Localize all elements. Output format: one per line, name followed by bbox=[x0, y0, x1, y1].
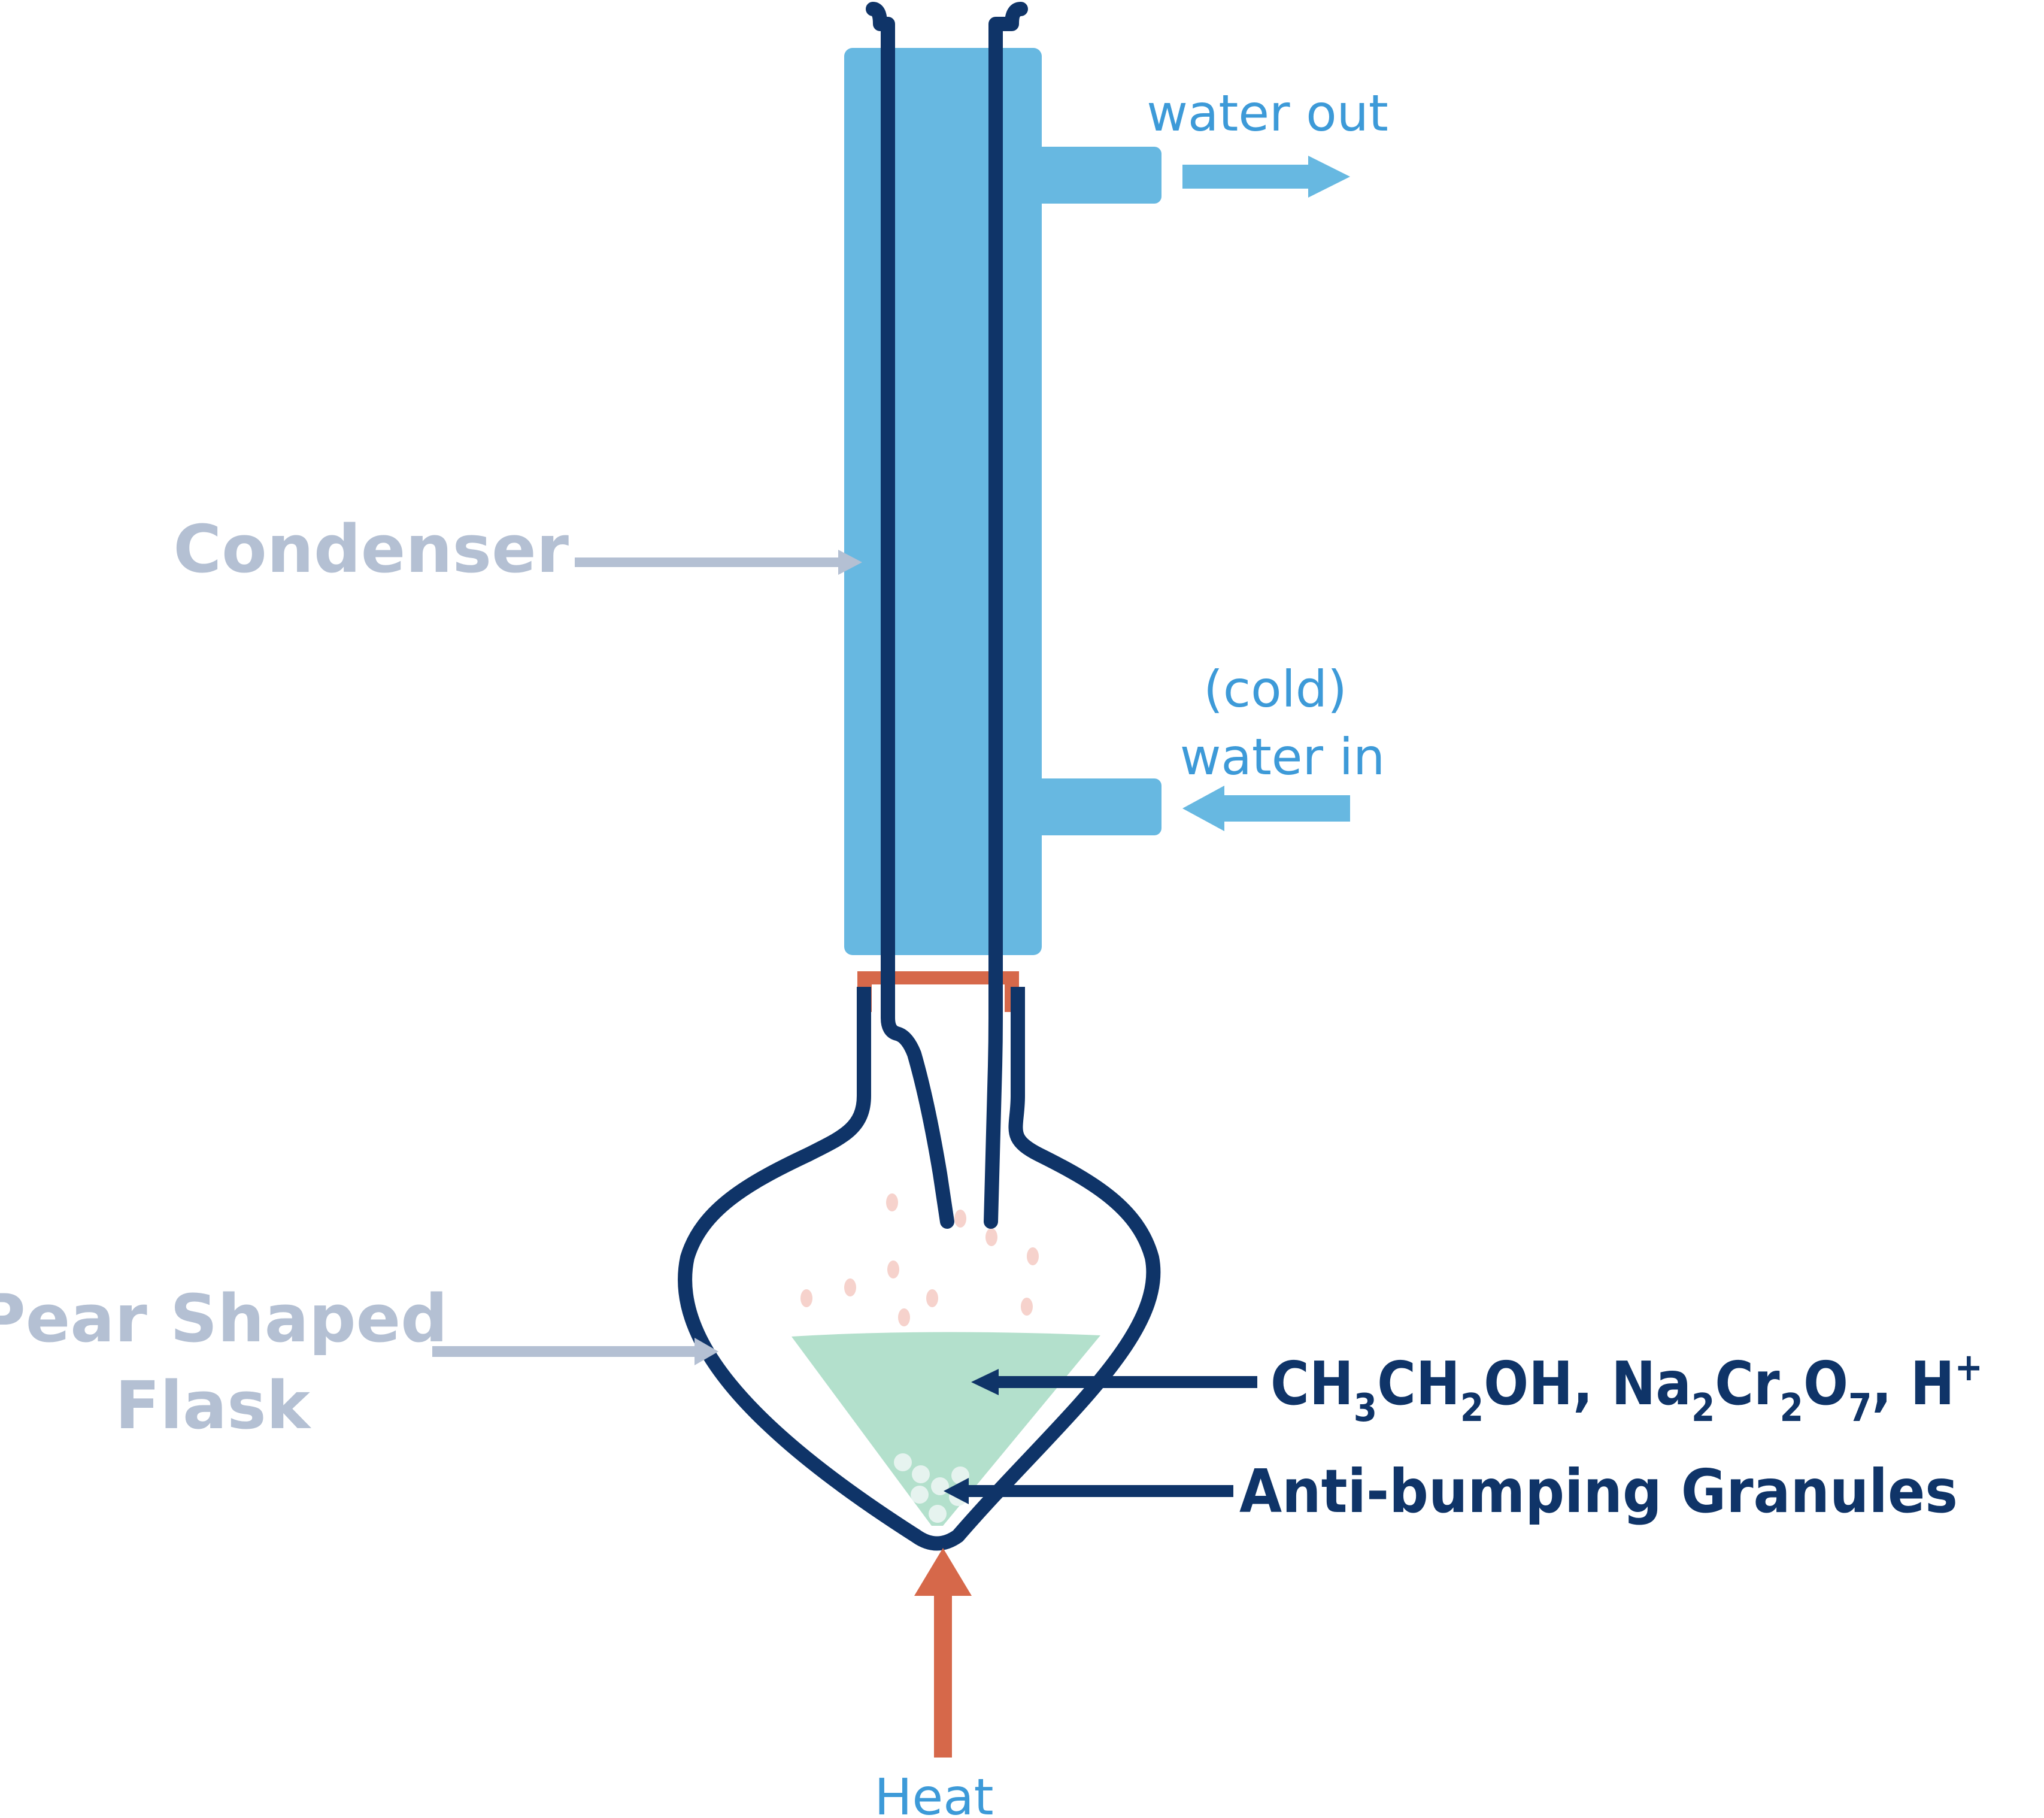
reagents-pointer-arrow bbox=[971, 1369, 1257, 1395]
condenser-inner-tube bbox=[866, 2, 1028, 1229]
granules-label: Anti-bumping Granules bbox=[1239, 1456, 1958, 1526]
cold-label: (cold) bbox=[1203, 660, 1347, 719]
granules-pointer-arrow bbox=[944, 1478, 1233, 1504]
water-inlet-nozzle bbox=[1030, 778, 1161, 835]
condenser-pointer-arrow bbox=[575, 550, 862, 575]
flask-pointer-arrow bbox=[432, 1338, 718, 1365]
flask-label-line1: Pear Shaped bbox=[0, 1280, 448, 1357]
vapour-dots bbox=[800, 1193, 1039, 1326]
condenser-label: Condenser bbox=[173, 511, 569, 587]
water-in-arrow bbox=[1182, 786, 1350, 831]
water-out-arrow bbox=[1182, 156, 1350, 198]
water-in-label: water in bbox=[1180, 728, 1385, 786]
reagents-label: CH3CH2OH, Na2Cr2O7, H+ bbox=[1270, 1346, 1983, 1431]
water-outlet-nozzle bbox=[1030, 147, 1161, 204]
flask-label-line2: Flask bbox=[115, 1367, 312, 1444]
heat-arrow bbox=[914, 1548, 972, 1758]
condenser-jacket bbox=[844, 48, 1042, 955]
heat-label: Heat bbox=[874, 1768, 993, 1818]
water-out-label: water out bbox=[1147, 84, 1388, 143]
pear-shaped-flask bbox=[678, 987, 1161, 1551]
